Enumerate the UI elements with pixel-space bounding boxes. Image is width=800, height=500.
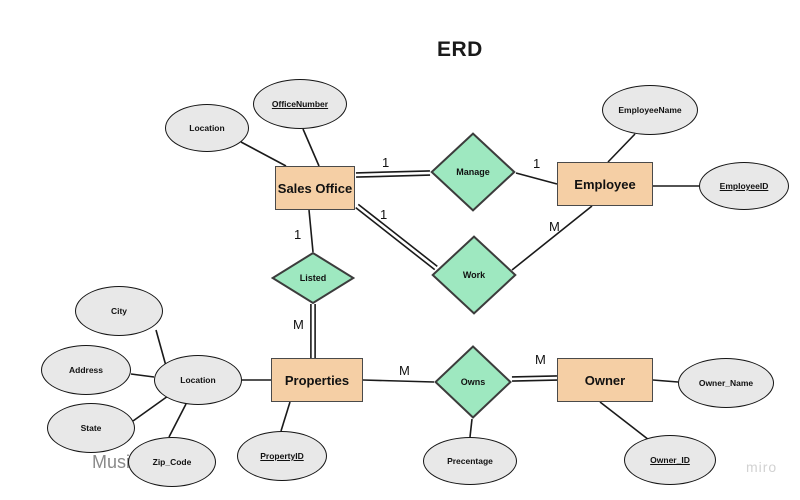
attribute-label: Owner_Name xyxy=(698,378,754,388)
attribute-key-label: PropertyID xyxy=(260,451,304,461)
attribute-label: City xyxy=(110,306,128,316)
attribute-label: Zip_Code xyxy=(152,457,192,467)
entity-label: Sales Office xyxy=(277,180,353,196)
diagram-title: ERD xyxy=(437,38,483,61)
attribute-label: Address xyxy=(68,365,103,375)
attribute-key-label: Owner_ID xyxy=(650,455,690,465)
attribute-state[interactable]: State xyxy=(47,403,135,453)
entity-employee[interactable]: Employee xyxy=(557,162,653,206)
edge-owner--owner-id xyxy=(599,401,650,441)
cardinality-work-sales-1: 1 xyxy=(380,207,388,222)
edge-office-number--sales-office xyxy=(302,128,320,167)
miro-watermark: miro xyxy=(746,459,778,475)
attribute-employee-name[interactable]: EmployeeName xyxy=(602,85,698,135)
attribute-label: Precentage xyxy=(447,456,493,466)
edge-owns--precentage xyxy=(469,418,473,438)
attribute-address[interactable]: Address xyxy=(41,345,131,395)
cardinality-work-employee-m: M xyxy=(549,219,560,234)
diamond-shape xyxy=(434,345,512,419)
entity-properties[interactable]: Properties xyxy=(271,358,363,402)
attribute-owner-name[interactable]: Owner_Name xyxy=(678,358,774,408)
edge-work--employee xyxy=(511,205,593,271)
attribute-label: State xyxy=(80,423,102,433)
relationship-label: Work xyxy=(462,270,486,280)
edge-sales-office--manage xyxy=(355,170,431,178)
entity-label: Employee xyxy=(574,176,636,192)
diamond-shape xyxy=(431,235,517,315)
attribute-label: Location xyxy=(180,375,216,385)
relationship-label: Listed xyxy=(299,273,327,283)
diamond-shape xyxy=(271,252,355,304)
edge-state--location-property xyxy=(132,395,169,422)
attribute-label: Location xyxy=(189,123,225,133)
relationship-owns[interactable]: Owns xyxy=(434,345,512,419)
edge-employee-name--employee xyxy=(607,133,636,163)
attribute-owner-id[interactable]: Owner_ID xyxy=(624,435,716,485)
entity-sales-office[interactable]: Sales Office xyxy=(275,166,355,210)
edge-manage--employee xyxy=(515,172,558,185)
relationship-label: Manage xyxy=(456,167,490,177)
attribute-location-property[interactable]: Location xyxy=(154,355,242,405)
edge-location-property--zip-code xyxy=(168,403,187,438)
edge-location-office--sales-office xyxy=(240,141,287,167)
edge-properties--owns xyxy=(362,379,435,383)
edge-owns--owner xyxy=(511,375,558,382)
edge-address--location-property xyxy=(130,373,155,378)
entity-label: Owner xyxy=(584,372,626,388)
cardinality-owns-properties-m: M xyxy=(399,363,410,378)
attribute-zip-code[interactable]: Zip_Code xyxy=(128,437,216,487)
attribute-city[interactable]: City xyxy=(75,286,163,336)
cardinality-owns-owner-m: M xyxy=(535,352,546,367)
edge-owner--owner-name xyxy=(652,379,679,383)
entity-owner[interactable]: Owner xyxy=(557,358,653,402)
attribute-precentage[interactable]: Precentage xyxy=(423,437,517,485)
cardinality-manage-employee-1: 1 xyxy=(533,156,541,171)
relationship-manage[interactable]: Manage xyxy=(430,132,516,212)
attribute-label: EmployeeName xyxy=(618,105,682,115)
entity-label: Properties xyxy=(284,372,350,388)
attribute-employee-id[interactable]: EmployeeID xyxy=(699,162,789,210)
cardinality-listed-properties-m: M xyxy=(293,317,304,332)
attribute-office-number[interactable]: OfficeNumber xyxy=(253,79,347,129)
diamond-shape xyxy=(430,132,516,212)
relationship-label: Owns xyxy=(460,377,486,387)
attribute-key-label: OfficeNumber xyxy=(271,99,329,109)
edge-properties--property-id xyxy=(280,401,291,432)
attribute-key-label: EmployeeID xyxy=(719,181,769,191)
edge-listed--properties xyxy=(310,304,316,358)
edge-city--location-property xyxy=(155,329,167,367)
attribute-property-id[interactable]: PropertyID xyxy=(237,431,327,481)
cardinality-listed-sales-1: 1 xyxy=(294,227,302,242)
relationship-work[interactable]: Work xyxy=(431,235,517,315)
cardinality-manage-sales-1: 1 xyxy=(382,155,390,170)
edge-sales-office--listed xyxy=(308,209,314,253)
edge-sales-office--work xyxy=(355,203,438,271)
relationship-listed[interactable]: Listed xyxy=(271,252,355,304)
attribute-location-office[interactable]: Location xyxy=(165,104,249,152)
